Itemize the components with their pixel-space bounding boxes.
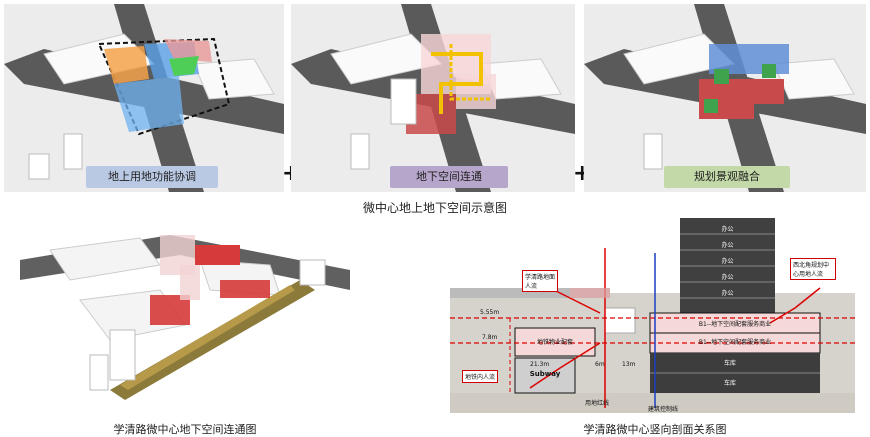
redline-label: 用地红线 [585,400,610,407]
bottom-left-caption: 学清路微中心地下空间连通图 [113,423,257,436]
landscape-illustration [584,4,866,192]
connectivity-illustration [20,235,350,400]
control-line-label: 建筑控制线 [648,406,679,413]
dim-6m: 6m [595,361,605,368]
dim-78: 7.8m [482,334,498,341]
b1-commerce-label: B1--地下空间配套服务商业 [698,321,772,328]
panel-underground: 地下空间连通 [291,4,575,192]
b1-commerce-label: B1--地下空间配套服务商业 [698,339,772,346]
dim-213: 21.3m [530,361,550,368]
landscape-tag: 规划景观融合 [664,166,790,188]
panel-landuse: 地上用地功能协调 [4,4,284,192]
callout-northwest-flow: 西北角规划中心用地人流 [790,258,836,280]
section-drawing [450,218,855,413]
underground-tag: 地下空间连通 [390,166,508,188]
office-floor-label: 办公 [721,258,734,265]
office-floor-label: 办公 [721,226,734,233]
dim-555: 5.55m [480,309,500,316]
panel-connectivity [20,220,350,415]
callout-ground-flow: 学清路地面人流 [522,270,558,292]
panel-landscape: 规划景观融合 [584,4,866,192]
bottom-right-caption: 学清路微中心竖向剖面关系图 [583,423,727,436]
landuse-tag: 地上用地功能协调 [86,166,218,188]
panel-section: 办公 办公 办公 办公 办公 B1--地下空间配套服务商业 B1--地下空间配套… [450,218,855,413]
garage-label: 车库 [723,380,736,387]
top-caption: 微中心地上地下空间示意图 [362,201,507,215]
office-floor-label: 办公 [721,242,734,249]
garage-label: 车库 [723,360,736,367]
dim-13m: 13m [622,361,636,368]
metro-property-label: 地铁物业配套 [536,339,573,346]
office-floor-label: 办公 [721,274,734,281]
subway-label: Subway [529,370,561,378]
landuse-illustration [4,4,284,192]
callout-metro-flow: 地铁内人流 [462,370,499,383]
underground-illustration [291,4,575,192]
office-floor-label: 办公 [721,290,734,297]
